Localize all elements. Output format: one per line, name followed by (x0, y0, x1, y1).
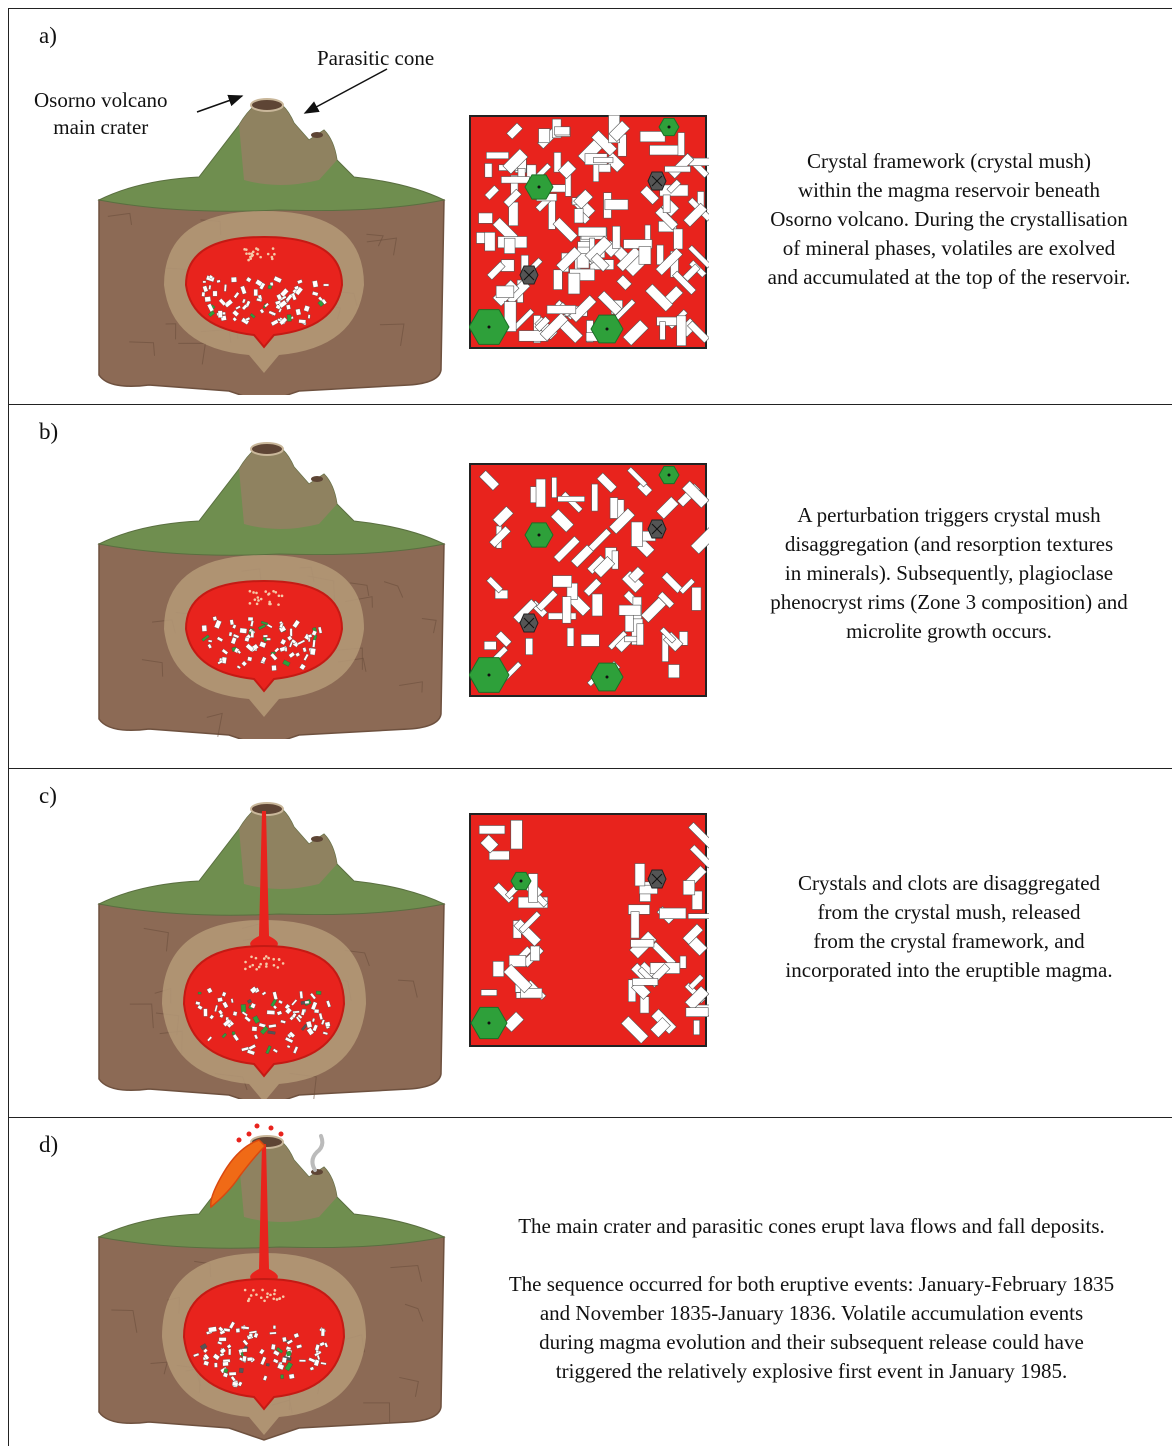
panel-label: d) (39, 1132, 58, 1158)
plagioclase-crystal (501, 177, 529, 184)
plagioclase-crystal (562, 597, 570, 624)
plagioclase-crystal (640, 997, 649, 1013)
plagioclase-crystal (686, 1008, 708, 1017)
panel-description-sequence: The sequence occurred for both eruptive … (454, 1270, 1169, 1386)
plagioclase-crystal (553, 270, 562, 290)
plagioclase-crystal (553, 576, 572, 588)
plagioclase-crystal (486, 152, 508, 159)
plagioclase-crystal (593, 157, 613, 162)
plagioclase-crystal (578, 227, 606, 236)
plagioclase-crystal (485, 163, 492, 177)
crystal-mush-diagram (469, 463, 709, 699)
plagioclase-crystal (632, 978, 657, 985)
plagioclase-crystal (592, 594, 602, 616)
volcano-illustration (79, 1122, 449, 1442)
lava-droplet (237, 1138, 242, 1143)
plagioclase-crystal (668, 665, 679, 678)
volcano-illustration (79, 85, 449, 395)
plagioclase-crystal (504, 238, 515, 253)
lava-droplet (279, 1132, 284, 1137)
plagioclase-crystal (639, 247, 651, 265)
plagioclase-crystal (554, 127, 569, 135)
volcano-illustration (79, 789, 449, 1099)
parasitic-cone (311, 132, 323, 138)
plagioclase-crystal (677, 316, 686, 346)
plagioclase-crystal (631, 522, 642, 546)
plagioclase-crystal (567, 628, 574, 646)
plagioclase-crystal (683, 881, 695, 895)
plagioclase-crystal (530, 946, 539, 961)
plagioclase-crystal (645, 225, 651, 241)
plagioclase-crystal (568, 273, 580, 294)
lava-droplet (269, 1126, 274, 1131)
plagioclase-crystal (496, 286, 514, 298)
lava-droplet (247, 1132, 252, 1137)
panel-description: A perturbation triggers crystal mush dis… (729, 501, 1169, 646)
plagioclase-crystal (680, 956, 686, 968)
lava-droplet (255, 1124, 260, 1129)
plagioclase-crystal (547, 305, 576, 313)
main-crater (251, 443, 283, 455)
plagioclase-crystal (612, 551, 618, 569)
plagioclase-crystal (660, 322, 666, 340)
main-crater (251, 99, 283, 111)
plagioclase-crystal (631, 912, 639, 938)
plagioclase-crystal (598, 164, 611, 172)
plagioclase-crystal (493, 961, 504, 976)
plagioclase-crystal (657, 245, 664, 265)
plagioclase-crystal (536, 479, 546, 507)
plagioclase-crystal (511, 820, 523, 849)
panel-b: b) A perturbation triggers crystal mush … (8, 404, 1172, 768)
plagioclase-crystal (489, 851, 509, 860)
parasitic-cone (311, 836, 323, 842)
panel-a: a) Osorno volcano main crater Parasitic … (8, 8, 1172, 404)
plagioclase-crystal (637, 624, 644, 645)
plagioclase-crystal (613, 226, 621, 248)
plagioclase-crystal (592, 484, 598, 511)
plagioclase-crystal (663, 195, 670, 213)
panel-label: b) (39, 419, 58, 445)
panel-description-summary: The main crater and parasitic cones erup… (454, 1212, 1169, 1241)
ash-plume (312, 1136, 322, 1170)
plagioclase-crystal (484, 641, 496, 649)
plagioclase-crystal (610, 498, 618, 519)
plagioclase-crystal (485, 232, 495, 251)
plagioclase-crystal (605, 200, 628, 210)
panel-d: d) The main crater and parasitic cones e… (8, 1117, 1172, 1446)
mush-frame (470, 814, 706, 1046)
plagioclase-crystal (574, 209, 583, 223)
plagioclase-crystal (619, 605, 641, 615)
volcano-illustration (79, 429, 449, 739)
plagioclase-crystal (659, 908, 686, 919)
plagioclase-crystal (526, 638, 533, 654)
plagioclase-crystal (558, 496, 585, 501)
plagioclase-crystal (674, 229, 683, 249)
panel-description: Crystal framework (crystal mush) within … (729, 147, 1169, 292)
plagioclase-crystal (665, 166, 691, 172)
plagioclase-crystal (539, 129, 550, 143)
crystal-mush-diagram (469, 813, 709, 1049)
plagioclase-crystal (692, 587, 701, 610)
parasitic-cone (311, 476, 323, 482)
plagioclase-crystal (479, 826, 505, 834)
panel-c: c) Crystals and clots are disaggregated … (8, 768, 1172, 1117)
plagioclase-crystal (635, 864, 645, 886)
plagioclase-crystal (479, 213, 493, 223)
plagioclase-crystal (688, 914, 709, 919)
plagioclase-crystal (650, 145, 679, 155)
plagioclase-crystal (640, 131, 665, 141)
panel-description: Crystals and clots are disaggregated fro… (729, 869, 1169, 985)
main-crater (251, 803, 283, 815)
crystal-mush-diagram (469, 115, 709, 351)
plagioclase-crystal (694, 1020, 700, 1035)
plagioclase-crystal (631, 940, 654, 947)
plagioclase-crystal (552, 477, 557, 497)
panel-label: c) (39, 783, 57, 809)
plagioclase-crystal (481, 990, 497, 996)
plagioclase-crystal (678, 133, 685, 156)
plagioclase-crystal (581, 634, 599, 646)
